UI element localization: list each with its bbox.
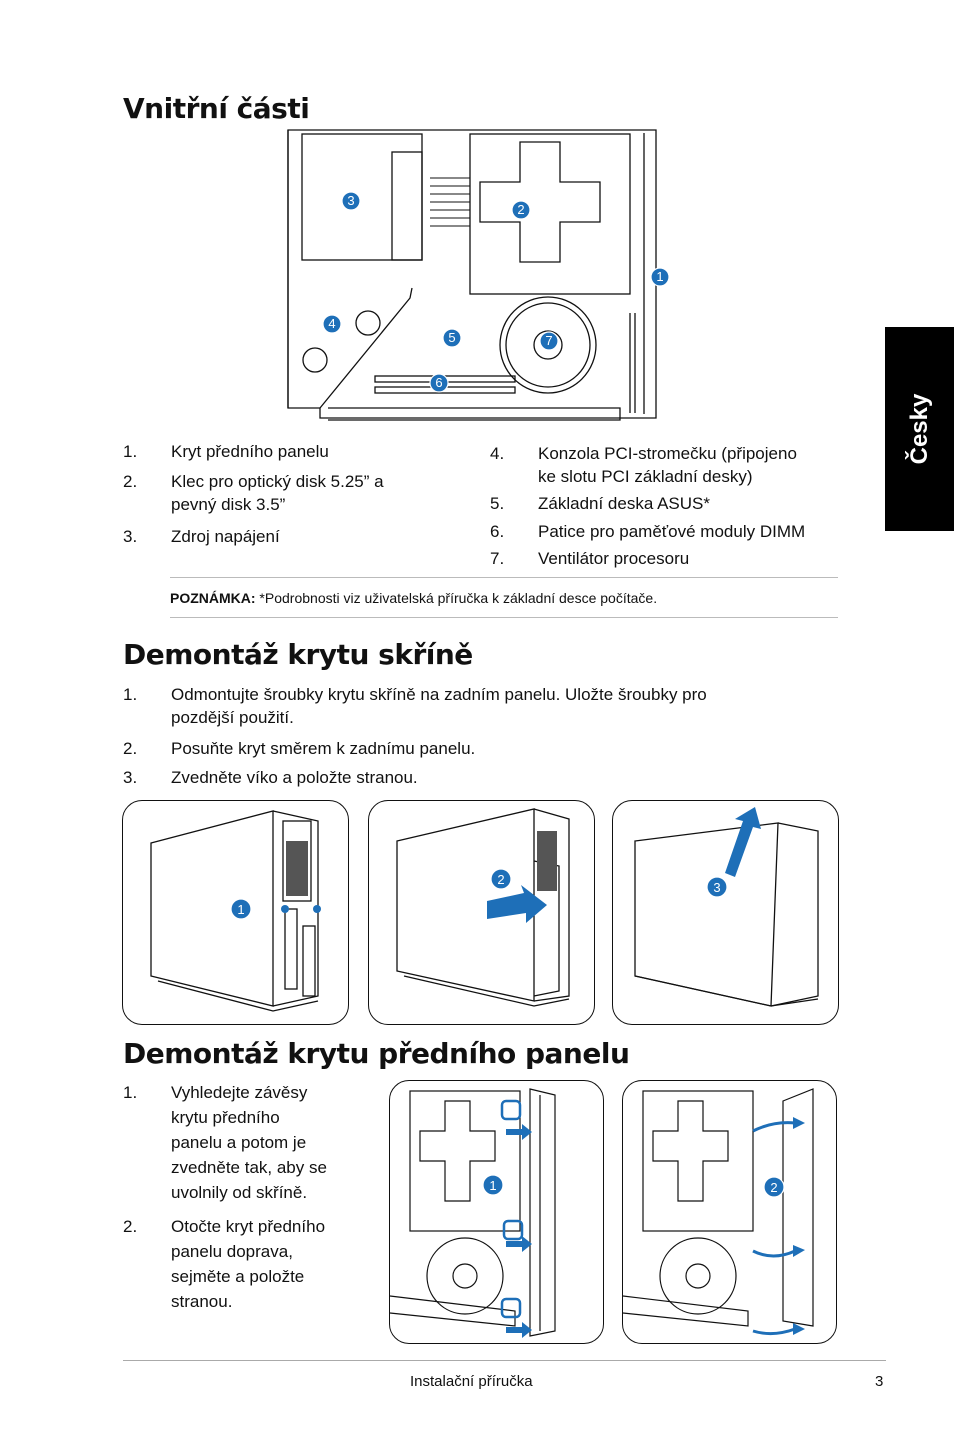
callout-1: 1 <box>650 267 670 287</box>
language-tab-label: Česky <box>905 393 933 465</box>
callout-5: 5 <box>442 328 462 348</box>
figure-cover-step-3: 3 <box>612 800 839 1025</box>
arrow-up-icon <box>725 807 761 877</box>
section-title-cover-removal: Demontáž krytu skříně <box>123 638 473 671</box>
callout-4: 4 <box>322 314 342 334</box>
section-title-front-panel-removal: Demontáž krytu předního panelu <box>123 1037 630 1070</box>
section-title-internal-parts: Vnitřní části <box>123 92 310 125</box>
callout-2: 2 <box>511 200 531 220</box>
internal-parts-diagram: 3 2 1 4 5 7 6 <box>287 129 670 421</box>
callout-3: 3 <box>341 191 361 211</box>
svg-text:2: 2 <box>497 872 504 887</box>
figure-front-panel-step-2: 2 <box>622 1080 837 1344</box>
divider <box>170 577 838 578</box>
footer-divider <box>123 1360 886 1361</box>
callout-7: 7 <box>539 331 559 351</box>
callout-1: 1 <box>230 898 252 920</box>
svg-text:5: 5 <box>448 330 455 345</box>
svg-text:1: 1 <box>656 269 663 284</box>
page-number: 3 <box>875 1373 884 1390</box>
footer-title: Instalační příručka <box>410 1373 533 1390</box>
callout-1: 1 <box>482 1174 504 1196</box>
note: POZNÁMKA: *Podrobnosti viz uživatelská p… <box>170 590 657 606</box>
callout-6: 6 <box>429 373 449 393</box>
svg-text:2: 2 <box>517 202 524 217</box>
svg-text:1: 1 <box>237 902 244 917</box>
callout-3: 3 <box>706 876 728 898</box>
language-tab: Česky <box>885 327 954 531</box>
figure-front-panel-step-1: 1 <box>389 1080 604 1344</box>
svg-text:3: 3 <box>713 880 720 895</box>
figure-cover-step-2: 2 <box>368 800 595 1025</box>
figure-cover-step-1: 1 <box>122 800 349 1025</box>
callout-2: 2 <box>763 1176 785 1198</box>
svg-text:7: 7 <box>545 333 552 348</box>
svg-text:6: 6 <box>435 375 442 390</box>
note-label: POZNÁMKA: <box>170 590 256 606</box>
divider <box>170 617 838 618</box>
svg-text:1: 1 <box>489 1178 496 1193</box>
svg-text:3: 3 <box>347 193 354 208</box>
svg-text:4: 4 <box>328 316 335 331</box>
svg-text:2: 2 <box>770 1180 777 1195</box>
arrow-right-icon <box>487 885 547 923</box>
note-text: *Podrobnosti viz uživatelská příručka k … <box>255 590 658 606</box>
callout-2: 2 <box>490 868 512 890</box>
